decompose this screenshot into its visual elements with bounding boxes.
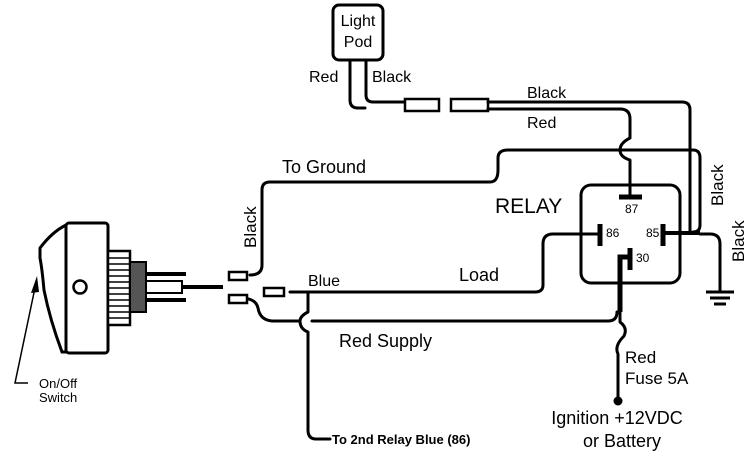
rocker-switch-icon [38, 221, 223, 355]
relay-pin-87-label: 87 [625, 202, 639, 216]
power-source-line2: or Battery [583, 431, 661, 451]
fuse-label: Fuse 5A [625, 369, 689, 388]
power-source-line1: Ignition +12VDC [551, 408, 683, 428]
red-supply-wire [238, 296, 619, 323]
pod-red-label: Red [309, 69, 338, 86]
pod-black-wire [364, 58, 407, 104]
fuse-red-label: Red [625, 348, 656, 367]
fuse-wire [615, 310, 627, 400]
to-ground-label: To Ground [282, 157, 366, 177]
relay-pin-85-label: 85 [646, 226, 660, 240]
switch-label-line2: Switch [39, 390, 77, 405]
red-supply-label: Red Supply [339, 331, 432, 351]
top-black-wire [486, 100, 692, 234]
pod-connector-right [449, 97, 490, 113]
light-pod: Light Pod [331, 3, 385, 62]
pin-30-wire [617, 254, 630, 312]
power-terminal-dot [613, 396, 623, 406]
ground-symbol-icon [706, 290, 734, 306]
top-red-wire [486, 107, 632, 199]
pod-black-label: Black [372, 69, 412, 86]
light-pod-label-line2: Pod [344, 34, 372, 51]
load-label: Load [459, 265, 499, 285]
top-black-label: Black [527, 85, 567, 102]
switch-black-label: Black [241, 206, 260, 248]
to-ground-wire [248, 148, 702, 277]
to-2nd-relay-wire [298, 290, 332, 441]
switch-connector-black [227, 270, 249, 282]
switch-label-line1: On/Off [39, 376, 77, 391]
switch-connector-blue [262, 286, 286, 298]
blue-label: Blue [308, 273, 340, 290]
switch-pointer-arrow-icon [14, 276, 39, 384]
relay-title: RELAY [495, 195, 562, 218]
light-pod-label-line1: Light [341, 13, 376, 30]
pod-red-wire [348, 58, 367, 110]
switch-connector-red [227, 293, 249, 305]
relay: RELAY 87 86 85 30 [495, 183, 682, 285]
right-black-label-1: Black [708, 164, 727, 206]
relay-pin-30-label: 30 [636, 251, 650, 265]
ground-wire [698, 232, 722, 294]
to-2nd-relay-label: To 2nd Relay Blue (86) [332, 432, 470, 447]
load-wire [288, 232, 602, 294]
light-pod-box [331, 3, 385, 62]
relay-pin-86-label: 86 [606, 226, 620, 240]
pod-connector-left [403, 97, 441, 113]
right-black-label-2: Black [729, 220, 747, 262]
top-red-label: Red [527, 115, 556, 132]
